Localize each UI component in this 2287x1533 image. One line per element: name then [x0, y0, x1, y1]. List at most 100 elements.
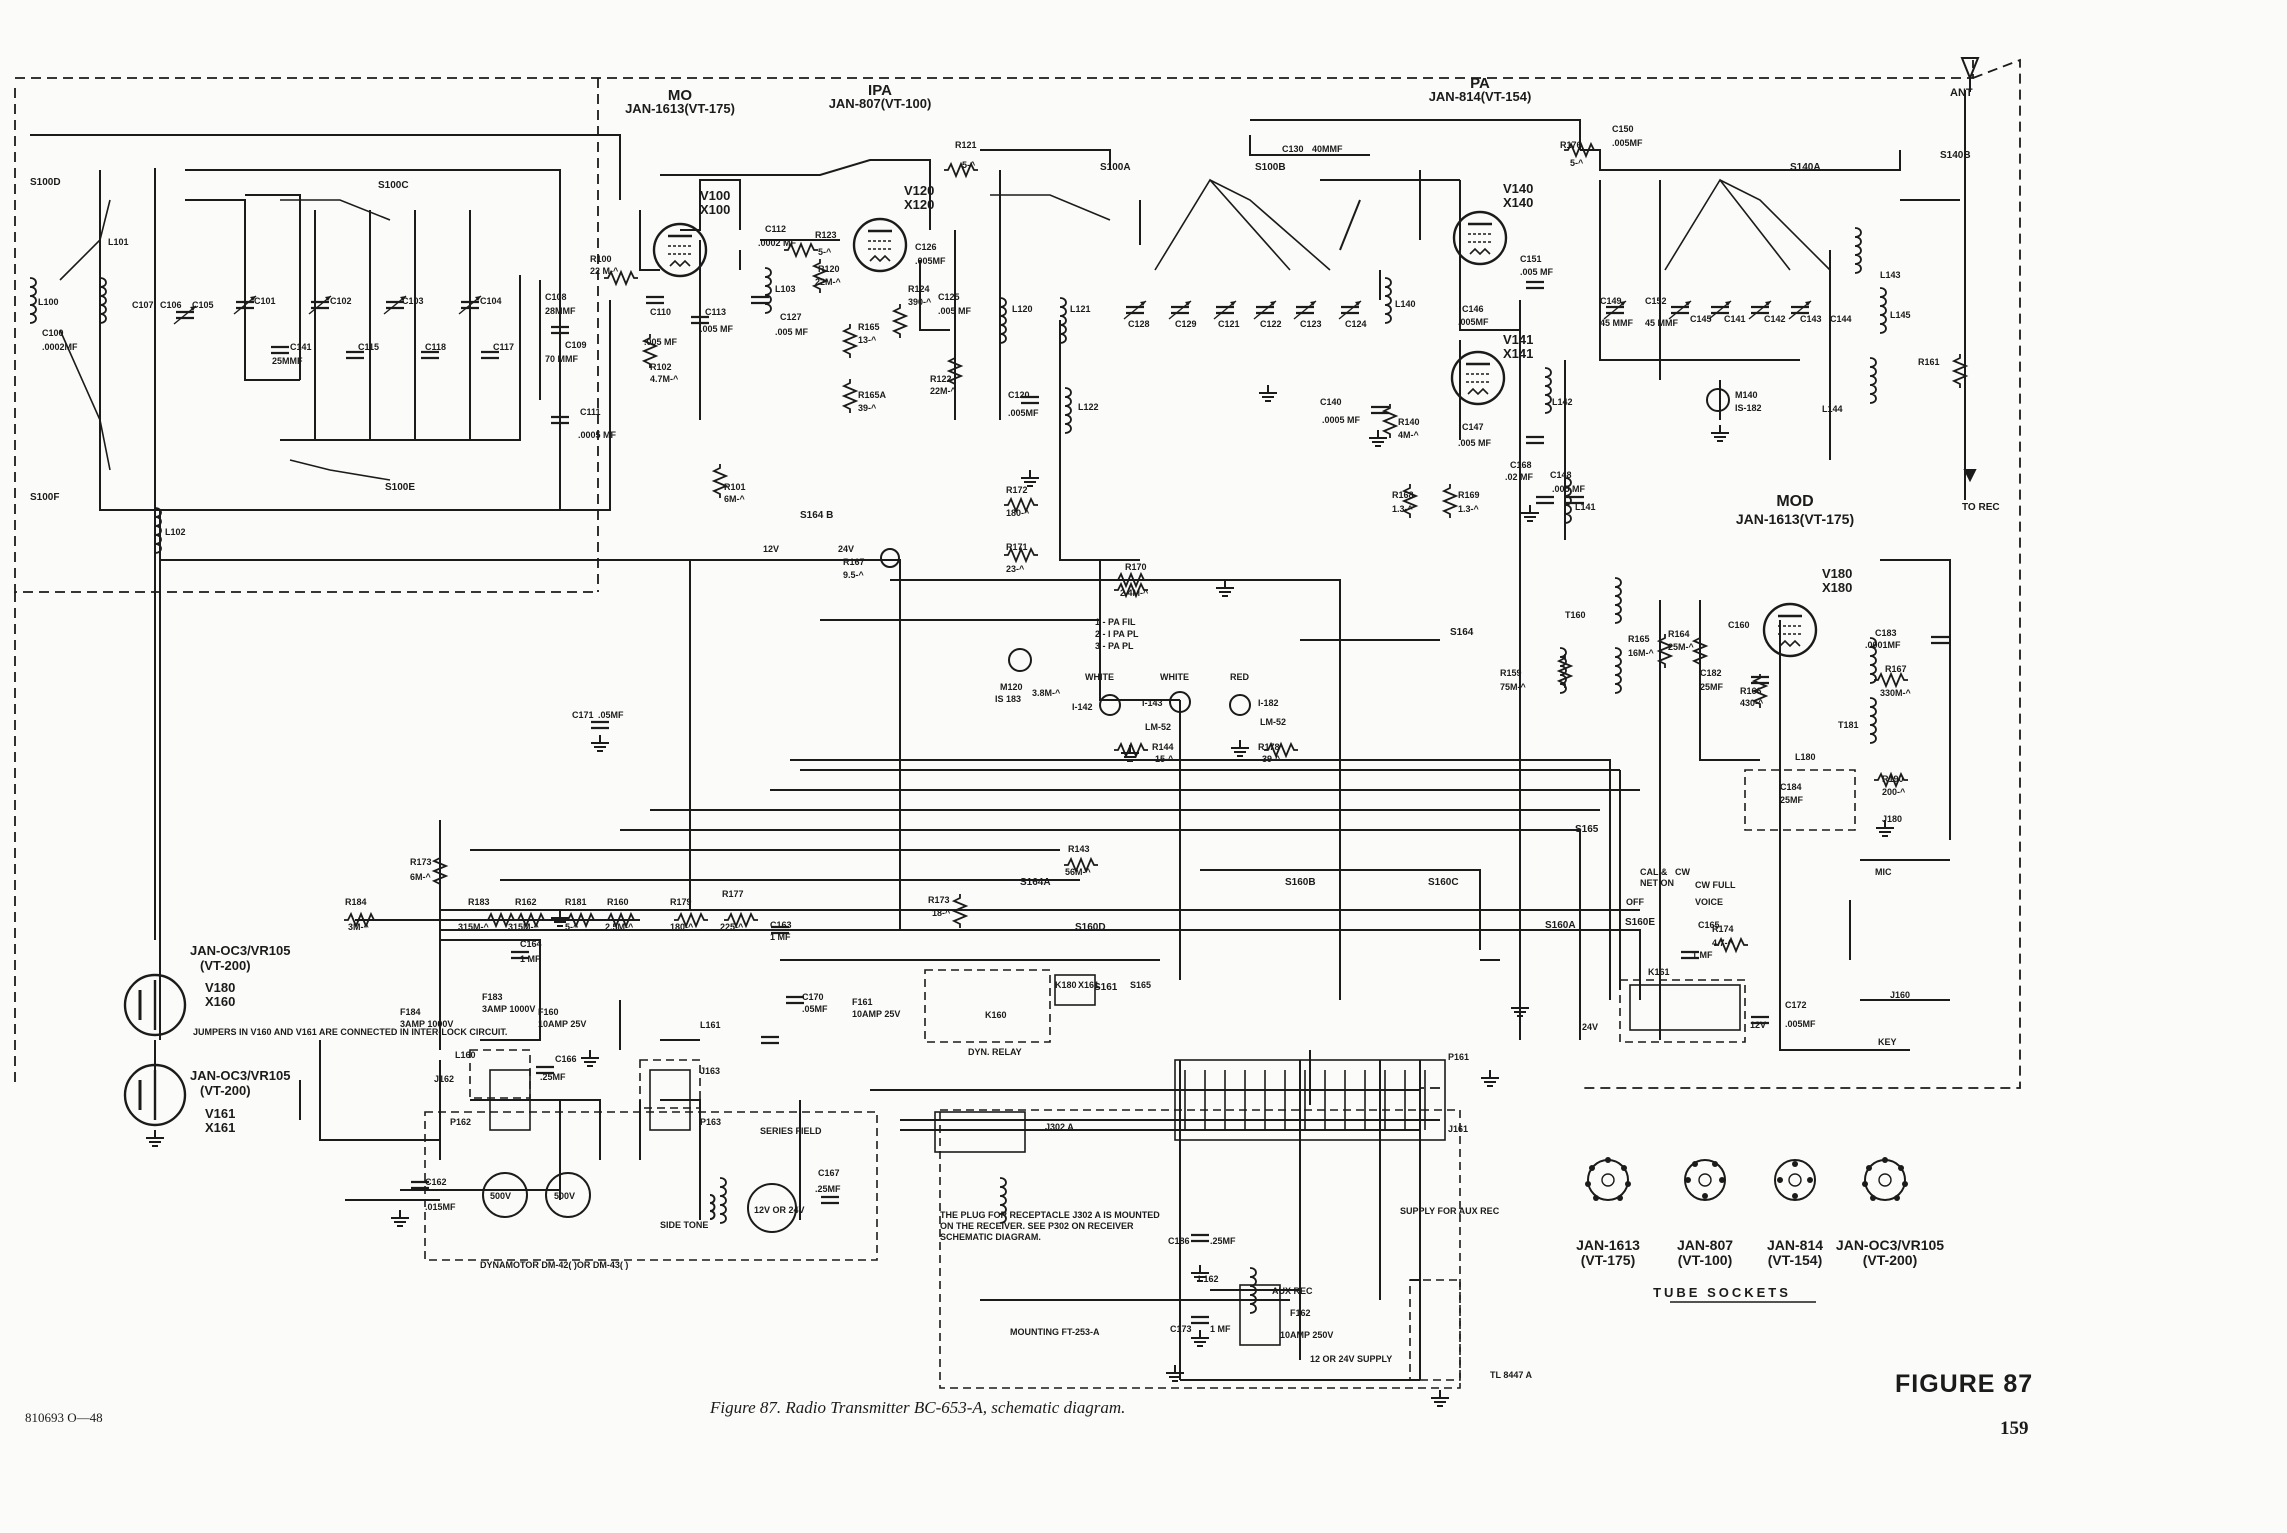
- socket-807-type: JAN-807: [1677, 1237, 1733, 1253]
- c127-label: C127: [780, 312, 802, 322]
- r160-value: 2.5M-^: [605, 922, 634, 932]
- print-code: 810693 O—48: [25, 1410, 103, 1425]
- r179-label: R179: [670, 897, 692, 907]
- j162-label: J162: [434, 1074, 454, 1084]
- f160-label: F160: [538, 1007, 559, 1017]
- c141-label: C141: [1724, 314, 1746, 324]
- c127-value: .005 MF: [775, 327, 809, 337]
- switch-s100f-label: S100F: [30, 492, 59, 503]
- voice-label: VOICE: [1695, 897, 1723, 907]
- c186-value: .25MF: [1210, 1236, 1236, 1246]
- dynamotor-500v-b: 500V: [554, 1191, 575, 1201]
- r173-value: 6M-^: [410, 872, 431, 882]
- c164-value: 1 MF: [520, 954, 541, 964]
- r162-label: R162: [515, 897, 537, 907]
- r140-label: R140: [1398, 417, 1420, 427]
- i142-label: I-142: [1072, 702, 1093, 712]
- pa-stage-label: PA: [1470, 75, 1490, 92]
- c170-value: .05MF: [802, 1004, 828, 1014]
- switch-s100a-label: S100A: [1100, 162, 1131, 173]
- c146-value: .005MF: [1458, 317, 1489, 327]
- socket-oc3-type: JAN-OC3/VR105: [1836, 1237, 1944, 1253]
- c167-label: C167: [818, 1168, 840, 1178]
- socket-807-vt: (VT-100): [1678, 1252, 1732, 1268]
- v120-label: V120: [904, 183, 934, 198]
- l121-label: L121: [1070, 304, 1091, 314]
- c102-label: C102: [330, 296, 352, 306]
- c117-label: C117: [493, 342, 514, 352]
- m140-label: M140: [1735, 390, 1758, 400]
- switch-s160b-label: S160B: [1285, 877, 1316, 888]
- c126-value: .005MF: [915, 256, 946, 266]
- jumper-note-text: JUMPERS IN V160 AND V161 ARE CONNECTED I…: [193, 1027, 507, 1037]
- c183-value: .0001MF: [1865, 640, 1901, 650]
- r123-value: 5-^: [818, 247, 832, 257]
- f162-value: 10AMP 250V: [1280, 1330, 1333, 1340]
- c152-value: 45 MMF: [1645, 318, 1679, 328]
- c109-label: C109: [565, 340, 587, 350]
- c108-value: 28MMF: [545, 306, 576, 316]
- page-number: 159: [2000, 1418, 2029, 1439]
- m120-current: 3.8M-^: [1032, 688, 1061, 698]
- r166-value: 430-^: [1740, 698, 1764, 708]
- c109-value: 70 MMF: [545, 354, 579, 364]
- c172-label: C172: [1785, 1000, 1807, 1010]
- c173-label: C173: [1170, 1324, 1192, 1334]
- r143-value: 56M-^: [1065, 867, 1092, 877]
- switch-s160a-label: S160A: [1545, 920, 1576, 931]
- r165-label: R165: [858, 322, 880, 332]
- socket-814-vt: (VT-154): [1768, 1252, 1822, 1268]
- c141-mo-label: C141: [290, 342, 312, 352]
- r174-value: 4.7-^: [1712, 938, 1734, 948]
- x161-label: X161: [1078, 980, 1099, 990]
- r190-value: 200-^: [1882, 787, 1906, 797]
- v24-label: 24V: [838, 544, 854, 554]
- l162-label: L162: [1198, 1274, 1219, 1284]
- r121-value: 5-^: [962, 160, 976, 170]
- m120-value: IS 183: [995, 694, 1021, 704]
- i182-label: I-182: [1258, 698, 1279, 708]
- c164-label: C164: [520, 939, 542, 949]
- r144-value: 15-^: [1155, 754, 1174, 764]
- cal-label: CAL &: [1640, 867, 1668, 877]
- switch-s160d-label: S160D: [1075, 922, 1106, 933]
- r176-value: 5-^: [1570, 158, 1584, 168]
- dynamotor-label: DYNAMOTOR DM-42( )OR DM-43( ): [480, 1260, 628, 1270]
- switch-s160c-label: S160C: [1428, 877, 1459, 888]
- c126-label: C126: [915, 242, 937, 252]
- r121-label: R121: [955, 140, 977, 150]
- dynamotor-supply: 12V OR 24V: [754, 1205, 805, 1215]
- reg-lower-x: X161: [205, 1120, 235, 1135]
- l145-label: L145: [1890, 310, 1911, 320]
- r100-label: R100: [590, 254, 612, 264]
- c148-value: .005 MF: [1552, 484, 1586, 494]
- r173b-value: 18-^: [932, 908, 951, 918]
- meter-legend-3: 3 - PA PL: [1095, 641, 1134, 651]
- tl-label: TL 8447 A: [1490, 1370, 1533, 1380]
- r167b-value: 330M-^: [1880, 688, 1912, 698]
- c118-label: C118: [425, 342, 446, 352]
- dyn-relay-label: DYN. RELAY: [968, 1047, 1022, 1057]
- p161-label: P161: [1448, 1052, 1469, 1062]
- r165a-value: 39-^: [858, 403, 877, 413]
- mod-stage-label: MOD: [1776, 493, 1813, 510]
- p162-label: P162: [450, 1117, 471, 1127]
- l101-label: L101: [108, 237, 129, 247]
- mod-tube-label: JAN-1613(VT-175): [1736, 511, 1854, 527]
- c113-value: .005 MF: [700, 324, 734, 334]
- r168-label: R168: [1392, 490, 1414, 500]
- off-label: OFF: [1626, 897, 1644, 907]
- v12-label: 12V: [763, 544, 779, 554]
- side-tone-label: SIDE TONE: [660, 1220, 708, 1230]
- l140-label: L140: [1395, 299, 1416, 309]
- c112-label: C112: [765, 224, 786, 234]
- f184-label: F184: [400, 1007, 421, 1017]
- c170-label: C170: [802, 992, 824, 1002]
- x180-label: X180: [1822, 580, 1852, 595]
- r124-label: R124: [908, 284, 930, 294]
- r172-value: 180-^: [1006, 508, 1030, 518]
- cw-full-label: CW FULL: [1695, 880, 1736, 890]
- r101-label: R101: [724, 482, 746, 492]
- r170-label: R170: [1125, 562, 1147, 572]
- antenna-label: ANT: [1950, 87, 1973, 99]
